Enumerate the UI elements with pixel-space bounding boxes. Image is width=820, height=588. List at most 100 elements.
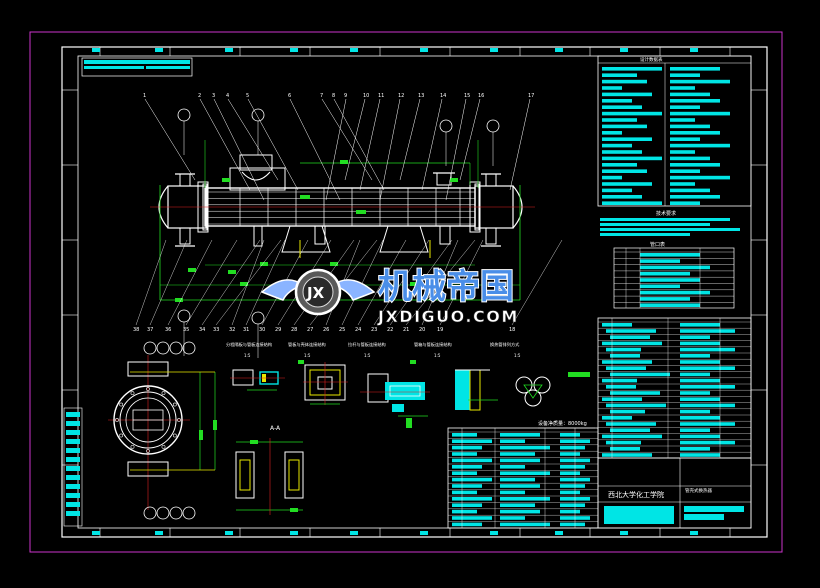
table-fill: [500, 458, 540, 463]
part-number: 20: [419, 327, 425, 333]
table-fill: [610, 372, 670, 377]
part-number: 10: [363, 93, 369, 99]
table-fill: [680, 372, 710, 377]
dimension-value: [300, 195, 310, 199]
table-fill: [602, 143, 632, 148]
dimension-value: [250, 440, 258, 444]
tech-spec-title: 技术要求: [656, 210, 676, 217]
table-fill: [560, 452, 580, 456]
table-fill: [670, 99, 720, 103]
table-fill: [66, 493, 80, 498]
table-fill: [640, 253, 700, 257]
table-fill: [670, 137, 700, 141]
scale-label: 1:5: [364, 353, 371, 358]
table-fill: [452, 490, 477, 495]
leader-line: [247, 98, 299, 191]
table-fill: [680, 335, 710, 339]
dimension-value: [298, 360, 304, 364]
dimension-value: [199, 430, 203, 440]
section-label-aa: A-A: [270, 425, 281, 432]
section-aa-part: [288, 459, 300, 491]
dimension-value: [222, 178, 230, 182]
table-fill: [670, 92, 710, 97]
table-fill: [452, 484, 482, 488]
table-fill: [452, 465, 482, 469]
dimension-value: [410, 360, 416, 364]
leader-line: [373, 239, 430, 326]
zone-marker: [555, 531, 563, 535]
leader-line: [333, 98, 385, 191]
table-fill: [602, 378, 637, 383]
table-fill: [560, 445, 585, 450]
part-number: 29: [275, 327, 281, 333]
table-fill: [680, 403, 735, 408]
table-fill: [670, 73, 700, 77]
nozzle: [314, 225, 326, 245]
leader-line: [379, 98, 401, 201]
table-fill: [670, 188, 710, 193]
part-number: 32: [229, 327, 235, 333]
zone-marker: [490, 531, 498, 535]
table-fill: [680, 447, 710, 451]
design-data-table: [597, 55, 752, 207]
table-fill: [604, 506, 674, 524]
detail-1: [232, 369, 254, 386]
detail-title-1: 分程隔板与管板连接结构: [226, 341, 272, 348]
table-fill: [610, 354, 640, 358]
part-number: 3: [212, 93, 215, 99]
table-fill: [606, 385, 636, 389]
table-fill: [500, 477, 535, 482]
table-fill: [670, 143, 730, 148]
leader-line: [135, 239, 167, 326]
bolt-hole: [119, 433, 124, 438]
table-fill: [452, 516, 492, 520]
nozzle: [436, 172, 452, 186]
watermark-title: 机械帝国: [378, 267, 514, 307]
dimension-value: [356, 210, 366, 214]
table-fill: [670, 156, 710, 161]
table-fill: [500, 465, 525, 469]
end-view-nozzle: [127, 361, 169, 377]
table-fill: [560, 465, 585, 469]
table-fill: [500, 503, 535, 507]
table-fill: [602, 150, 642, 154]
part-number: 17: [528, 93, 534, 99]
table-fill: [602, 92, 652, 97]
bolt-hole: [146, 387, 150, 391]
dimension-value: [228, 270, 236, 274]
table-fill: [66, 421, 80, 426]
table-fill: [560, 490, 580, 495]
part-number: 9: [344, 93, 347, 99]
dimension-value: [406, 418, 412, 428]
table-fill: [684, 514, 724, 520]
zone-marker: [420, 531, 428, 535]
detail-4-hatch: [455, 370, 470, 410]
table-fill: [680, 453, 720, 457]
table-fill: [606, 422, 656, 426]
end-view-tubesheet: [119, 391, 177, 449]
table-fill: [452, 497, 492, 501]
part-number: 15: [464, 93, 470, 99]
table-fill: [680, 422, 735, 426]
part-number: 37: [147, 327, 153, 333]
table-fill: [680, 397, 720, 401]
title-block-school: 西北大学化工学院: [608, 490, 664, 499]
section-aa-left: [235, 451, 255, 499]
table-fill: [66, 448, 80, 453]
nozzle: [253, 225, 263, 247]
dimension-value: [330, 262, 338, 266]
table-fill: [560, 484, 585, 488]
table-fill: [680, 391, 710, 395]
callout-balloon: [143, 506, 157, 520]
weight-note: 设备净质量：8000kg: [538, 420, 587, 427]
table-fill: [500, 471, 550, 475]
nozzle: [485, 173, 497, 187]
leader-line: [167, 239, 213, 326]
leader-line: [421, 98, 443, 191]
table-fill: [680, 347, 735, 352]
table-fill: [66, 475, 80, 480]
scale-label: 1:5: [434, 353, 441, 358]
part-number: 35: [183, 327, 189, 333]
table-fill: [670, 201, 700, 205]
dimension-value: [213, 420, 217, 430]
